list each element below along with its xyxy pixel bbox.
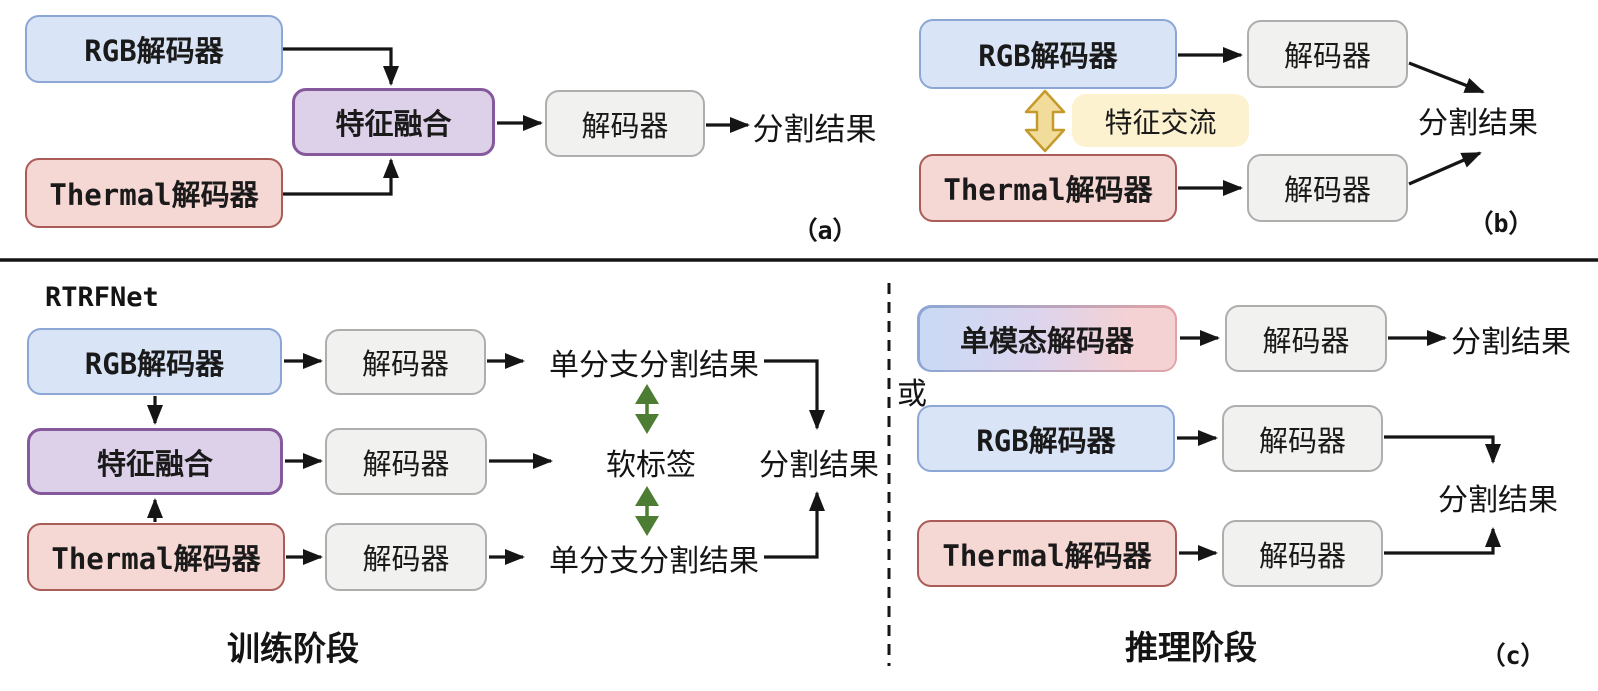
c-infer-result1-text: 分割结果 xyxy=(1451,326,1571,359)
c-train-decoder1-box: 解码器 xyxy=(325,329,486,395)
a-result-text: 分割结果 xyxy=(752,111,877,147)
c-train-rgb-encoder-box: RGB解码器 xyxy=(27,328,282,395)
c-infer-elbow-decoder3-to-result xyxy=(1384,527,1501,555)
c-infer-decoder1-box: 解码器 xyxy=(1225,305,1387,372)
a-feature-fusion-box: 特征融合 xyxy=(292,88,495,156)
c-inference-stage-label: 推理阶段 xyxy=(1125,631,1257,667)
c-infer-result2-text: 分割结果 xyxy=(1438,483,1558,517)
c-infer-elbow-decoder2-to-result xyxy=(1384,435,1501,464)
b-arrow-decoder2-to-result xyxy=(1408,151,1482,186)
c-infer-decoder3-box: 解码器 xyxy=(1222,520,1383,587)
b-result-text: 分割结果 xyxy=(1418,107,1538,140)
c-train-branch-result2-text: 单分支分割结果 xyxy=(549,544,759,578)
c-train-elbow-branch1-to-result xyxy=(764,359,825,430)
c-train-decoder2-box: 解码器 xyxy=(325,428,487,495)
c-net-name-title: RTRFNet xyxy=(45,281,159,313)
b-feature-exchange-double-arrow xyxy=(1024,89,1066,153)
green-double-arrow-top xyxy=(635,384,659,434)
b-thermal-encoder-box: Thermal解码器 xyxy=(919,154,1177,222)
c-train-soft-label-text: 软标签 xyxy=(606,448,696,482)
a-panel-label: （a） xyxy=(792,216,858,245)
c-train-result-text: 分割结果 xyxy=(759,449,879,482)
c-infer-unimodal-encoder-label: 单模态解码器 xyxy=(919,307,1175,370)
b-rgb-encoder-box: RGB解码器 xyxy=(919,19,1177,89)
a-thermal-encoder-box: Thermal解码器 xyxy=(25,158,283,228)
b-decoder2-box: 解码器 xyxy=(1247,154,1408,222)
b-arrow-decoder1-to-result xyxy=(1408,61,1485,94)
a-rgb-encoder-box: RGB解码器 xyxy=(25,15,283,83)
c-infer-rgb-encoder-box: RGB解码器 xyxy=(917,405,1175,472)
c-infer-unimodal-encoder-box: 单模态解码器 xyxy=(917,305,1177,372)
a-arrow-thermal-to-fusion xyxy=(283,158,399,196)
c-train-thermal-encoder-box: Thermal解码器 xyxy=(27,523,285,591)
c-infer-decoder2-box: 解码器 xyxy=(1222,405,1383,472)
a-arrow-rgb-to-fusion xyxy=(283,47,399,86)
b-feature-exchange-box: 特征交流 xyxy=(1072,94,1249,147)
c-training-stage-label: 训练阶段 xyxy=(227,632,359,668)
c-panel-label: （c） xyxy=(1480,641,1546,670)
c-infer-or-text: 或 xyxy=(897,378,927,411)
a-decoder-box: 解码器 xyxy=(545,90,705,157)
c-train-decoder3-box: 解码器 xyxy=(325,523,487,591)
c-train-feature-fusion-box: 特征融合 xyxy=(27,428,283,495)
c-train-branch-result1-text: 单分支分割结果 xyxy=(549,348,759,382)
c-infer-thermal-encoder-box: Thermal解码器 xyxy=(917,520,1177,587)
b-panel-label: （b） xyxy=(1468,209,1534,238)
b-decoder1-box: 解码器 xyxy=(1247,20,1408,88)
c-train-elbow-branch2-to-result xyxy=(764,491,825,559)
green-double-arrow-bottom xyxy=(635,486,659,536)
